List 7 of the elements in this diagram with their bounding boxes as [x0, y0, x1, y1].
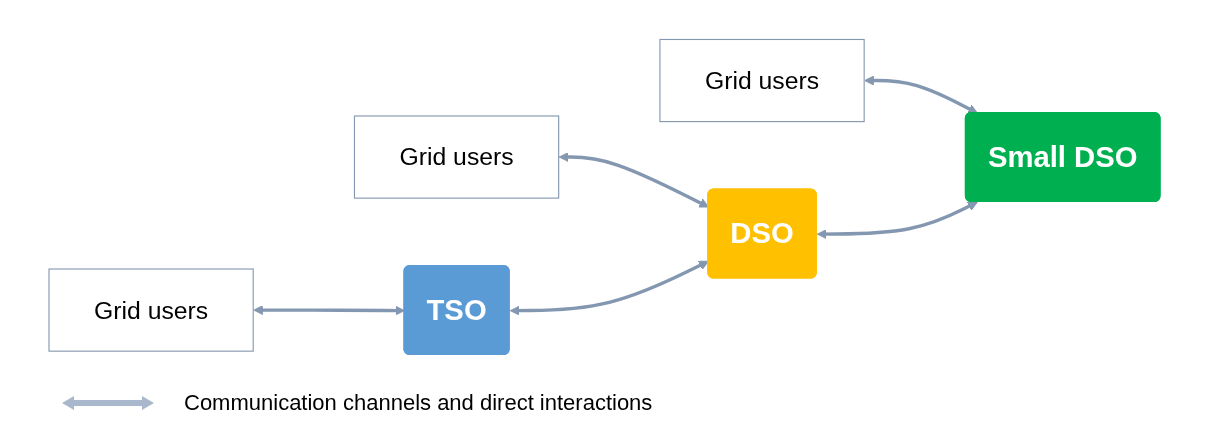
arrow	[864, 75, 978, 114]
node-box: Grid users	[48, 268, 254, 352]
node-box: Grid users	[659, 38, 865, 123]
node-box: Grid users	[353, 115, 560, 199]
arrow	[816, 201, 978, 240]
legend-label: Communication channels and direct interactions	[184, 390, 653, 416]
arrow	[253, 305, 405, 316]
